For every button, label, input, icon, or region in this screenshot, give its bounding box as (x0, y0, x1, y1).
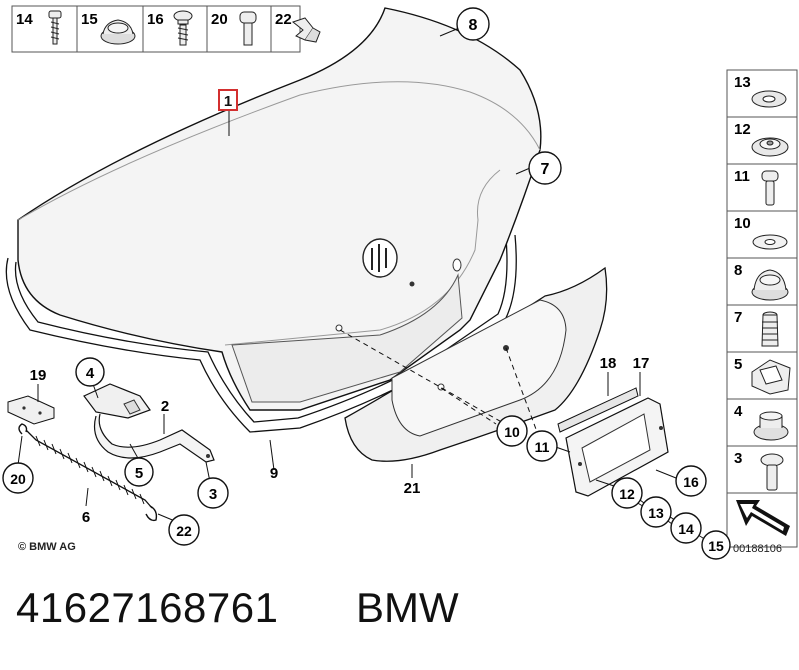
callout-7[interactable]: 7 (528, 151, 562, 185)
svg-text:20: 20 (10, 471, 26, 487)
bolt-icon (761, 170, 779, 206)
svg-text:16: 16 (683, 474, 699, 490)
svg-text:4: 4 (86, 365, 95, 382)
washer-icon (752, 234, 788, 250)
top-strip-label: 22 (275, 11, 292, 28)
copyright-notice: © BMW AG (18, 541, 76, 553)
top-strip-label: 20 (211, 11, 228, 28)
spreader-icon (761, 311, 779, 347)
callout-22[interactable]: 22 (168, 514, 200, 546)
callout-16[interactable]: 16 (675, 465, 707, 497)
callout-17[interactable]: 17 (633, 355, 650, 372)
side-strip-label: 10 (734, 215, 751, 232)
callout-11[interactable]: 11 (526, 430, 558, 462)
side-strip-label: 4 (734, 403, 743, 420)
plug-icon (751, 269, 789, 301)
callout-2[interactable]: 2 (161, 398, 169, 415)
dashed-guides (339, 329, 541, 441)
side-strip-label: 7 (734, 309, 742, 326)
top-parts-strip: 14 15 16 20 22 (11, 5, 321, 53)
roundel-emblem-icon (362, 238, 398, 278)
svg-text:1: 1 (224, 93, 232, 110)
top-strip-label: 16 (147, 11, 164, 28)
bolt-icon (760, 453, 784, 491)
callout-highlight-1[interactable]: 1 (218, 89, 238, 111)
callout-18[interactable]: 18 (600, 355, 617, 372)
callout-21[interactable]: 21 (404, 480, 421, 497)
plug-icon (100, 19, 136, 45)
side-strip-label: 11 (734, 168, 750, 185)
callout-12[interactable]: 12 (611, 477, 643, 509)
callout-13[interactable]: 13 (640, 496, 672, 528)
callout-15[interactable]: 15 (701, 530, 731, 560)
svg-text:10: 10 (504, 424, 520, 440)
svg-text:8: 8 (469, 17, 478, 34)
callout-3[interactable]: 3 (197, 477, 229, 509)
svg-text:7: 7 (541, 161, 550, 178)
callout-6[interactable]: 6 (82, 509, 90, 526)
top-strip-label: 15 (81, 11, 98, 28)
nut-icon (753, 411, 789, 441)
callout-8[interactable]: 8 (456, 7, 490, 41)
top-strip-label: 14 (16, 11, 33, 28)
svg-text:14: 14 (678, 521, 694, 537)
spring-strut (7, 395, 158, 522)
svg-text:3: 3 (209, 486, 217, 503)
side-strip-label: 5 (734, 356, 742, 373)
bolt-icon (239, 11, 257, 46)
trim-panel (344, 266, 608, 462)
svg-text:22: 22 (176, 523, 192, 539)
callout-5[interactable]: 5 (124, 457, 154, 487)
svg-text:5: 5 (135, 465, 143, 482)
washer-icon (751, 90, 787, 108)
screw-icon (173, 10, 193, 46)
diagram-id: 00188106 (733, 543, 782, 555)
plate-bracket (557, 387, 669, 497)
callout-10[interactable]: 10 (496, 415, 528, 447)
callout-9[interactable]: 9 (270, 465, 278, 482)
svg-text:12: 12 (619, 486, 635, 502)
side-strip-label: 12 (734, 121, 751, 138)
rivet-icon (751, 137, 789, 157)
svg-text:11: 11 (535, 439, 550, 455)
part-number: 41627168761 (16, 584, 279, 631)
side-parts-strip: 13 12 11 10 8 7 5 4 3 (726, 69, 798, 548)
callout-4[interactable]: 4 (75, 357, 105, 387)
clip-icon (291, 17, 321, 43)
svg-text:13: 13 (648, 505, 664, 521)
brand-name: BMW (356, 584, 459, 631)
callout-19[interactable]: 19 (30, 367, 47, 384)
side-strip-label: 8 (734, 262, 742, 279)
screw-icon (48, 10, 62, 45)
svg-text:15: 15 (708, 538, 724, 554)
callout-14[interactable]: 14 (670, 512, 702, 544)
side-strip-label: 13 (734, 74, 751, 91)
clip-icon (751, 359, 791, 395)
lock-hinge-assembly (83, 383, 215, 463)
side-strip-label: 3 (734, 450, 742, 467)
orientation-arrow-icon (736, 500, 790, 536)
callout-20[interactable]: 20 (2, 462, 34, 494)
